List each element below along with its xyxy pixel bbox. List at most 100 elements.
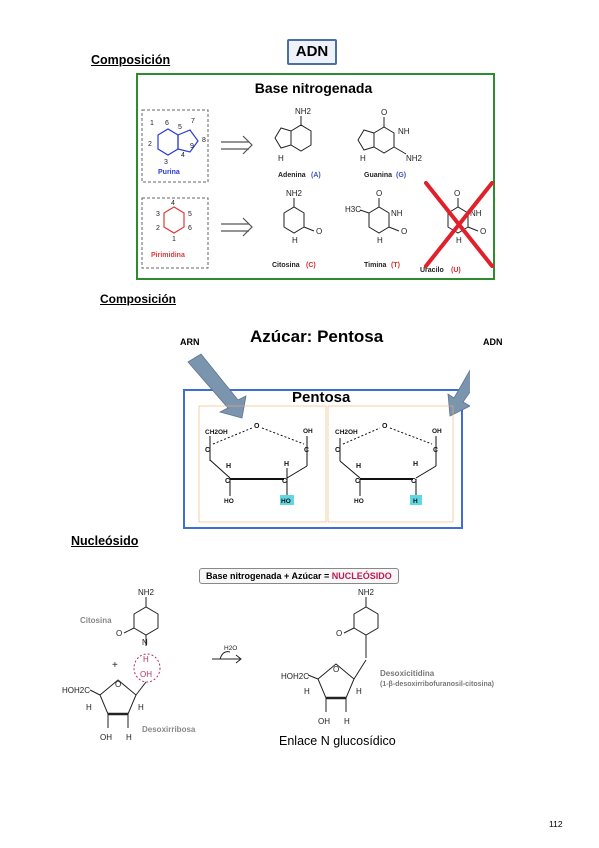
leaving-h: H xyxy=(143,655,149,664)
equation-prefix: Base nitrogenada + Azúcar = xyxy=(206,571,332,581)
ribose-c2: C xyxy=(304,447,309,454)
ribose-h-left: H xyxy=(226,463,231,470)
pirimidina-number-3: 3 xyxy=(156,211,160,218)
deoxyribose-h-right: H xyxy=(413,461,418,468)
arn-arrow-icon xyxy=(187,353,247,419)
pentose-title: Pentosa xyxy=(292,389,351,406)
deoxyribose-h-bottom: H xyxy=(413,498,418,505)
nitrogenous-base-title: Base nitrogenada xyxy=(254,80,373,96)
ribose-structure xyxy=(209,427,308,496)
purina-number-4: 4 xyxy=(181,152,185,159)
product-h2: H xyxy=(356,687,362,696)
citosina-nh2: NH2 xyxy=(286,189,303,198)
desoxicitidina-base-structure xyxy=(343,597,379,658)
guanina-h: H xyxy=(360,154,366,163)
pirimidina-number-1: 1 xyxy=(172,236,176,243)
pentose-panel xyxy=(183,389,463,529)
adenina-nh2: NH2 xyxy=(295,107,312,116)
citosina-name: Citosina xyxy=(272,262,300,269)
uracilo-o: O xyxy=(454,189,460,198)
citosina-reactant-n: N xyxy=(142,638,148,647)
deoxyribose-c3: C xyxy=(355,478,360,485)
purina-number-3: 3 xyxy=(164,159,168,166)
ribose-c: C xyxy=(205,447,210,454)
deoxyribose-ho-left: HO xyxy=(354,498,364,505)
purina-label: Purina xyxy=(158,169,180,176)
water-leaving-group-highlight xyxy=(133,653,161,683)
pirimidina-frame xyxy=(141,197,209,269)
citosina-reactant-o: O xyxy=(116,629,122,638)
guanina-nh: NH xyxy=(398,127,410,136)
plus-sign: + xyxy=(112,660,118,671)
adn-arrow-icon xyxy=(447,369,470,417)
guanina-structure xyxy=(357,117,407,155)
deoxyribose-h-left: H xyxy=(356,463,361,470)
cross-out-icon xyxy=(424,181,494,268)
implies-arrow-icon xyxy=(221,217,253,237)
desoxirribosa-hoh2c: HOH2C xyxy=(62,686,90,695)
ribose-oh-top: OH xyxy=(303,428,313,435)
uracilo-h: H xyxy=(456,236,462,245)
guanina-nh2: NH2 xyxy=(406,154,423,163)
purina-frame xyxy=(141,109,209,183)
composition-heading-2: Composición xyxy=(100,292,177,306)
citosina-h: H xyxy=(292,236,298,245)
deoxyribose-c: C xyxy=(335,447,340,454)
ribose-frame xyxy=(198,405,327,523)
citosina-reactant-label: Citosina xyxy=(80,616,112,625)
nucleoside-reaction-diagram: NH2 O N Citosina H OH + HOH2C O H H OH H… xyxy=(62,588,494,742)
desoxirribosa-h2: H xyxy=(138,703,144,712)
sugar-title: Azúcar: Pentosa xyxy=(250,327,384,346)
deoxyribose-frame xyxy=(327,405,454,523)
deoxyribose-structure xyxy=(339,427,437,496)
ribose-ch2oh: CH2OH xyxy=(205,429,228,436)
adenina-h: H xyxy=(278,154,284,163)
guanina-o: O xyxy=(381,108,387,117)
adenina-name: Adenina xyxy=(278,172,306,179)
purina-number-1: 1 xyxy=(150,120,154,127)
deoxyribose-ch2oh: CH2OH xyxy=(335,429,358,436)
nitrogenous-base-diagram: 1 2 3 4 5 6 7 8 9 Purina 4 5 6 1 2 3 Pir… xyxy=(141,107,494,274)
product-ring-o: O xyxy=(333,665,339,674)
uracilo-code: (U) xyxy=(451,267,461,274)
purina-number-5: 5 xyxy=(178,124,182,131)
guanina-code: (G) xyxy=(396,172,406,179)
desoxirribosa-h3: H xyxy=(126,733,132,742)
product-iupac: (1-β-desoxirribofuranosil-citosina) xyxy=(380,681,494,688)
pirimidina-number-4: 4 xyxy=(171,200,175,207)
nitrogenous-base-panel xyxy=(136,73,495,280)
timina-h3c: H3C xyxy=(345,205,361,214)
product-nh2: NH2 xyxy=(358,588,375,597)
adn-label: ADN xyxy=(483,337,503,347)
composition-heading-1: Composición xyxy=(91,53,171,67)
timina-code: (T) xyxy=(391,262,400,269)
desoxirribosa-o: O xyxy=(115,680,121,689)
adenina-code: (A) xyxy=(311,172,321,179)
purina-structure xyxy=(157,128,199,156)
deoxyribose-c4: C xyxy=(411,478,416,485)
nucleoside-equation: Base nitrogenada + Azúcar = NUCLEÓSIDO xyxy=(199,568,399,584)
uracilo-o2: O xyxy=(480,227,486,236)
guanina-name: Guanina xyxy=(364,172,392,179)
timina-o: O xyxy=(376,189,382,198)
citosina-structure xyxy=(283,198,315,234)
deoxyribose-h-highlight xyxy=(410,495,422,505)
timina-structure xyxy=(359,198,400,234)
timina-o2: O xyxy=(401,227,407,236)
page-number: 112 xyxy=(549,819,563,829)
product-oh: OH xyxy=(318,717,330,726)
pirimidina-label: Pirimidina xyxy=(151,252,185,259)
purina-number-6: 6 xyxy=(165,120,169,127)
uracilo-structure xyxy=(447,198,479,234)
pentose-diagram: CH2OH O OH C C H H C C HO HO CH2OH O OH … xyxy=(187,353,470,523)
nucleoside-heading: Nucleósido xyxy=(71,534,139,548)
product-h1: H xyxy=(304,687,310,696)
ribose-ho-highlight xyxy=(280,495,294,505)
pirimidina-number-2: 2 xyxy=(156,225,160,232)
deoxyribose-c2: C xyxy=(433,447,438,454)
purina-number-9: 9 xyxy=(190,143,194,150)
timina-h: H xyxy=(377,236,383,245)
product-o: O xyxy=(336,629,342,638)
ribose-o: O xyxy=(254,423,260,430)
citosina-reactant-nh2: NH2 xyxy=(138,588,155,597)
